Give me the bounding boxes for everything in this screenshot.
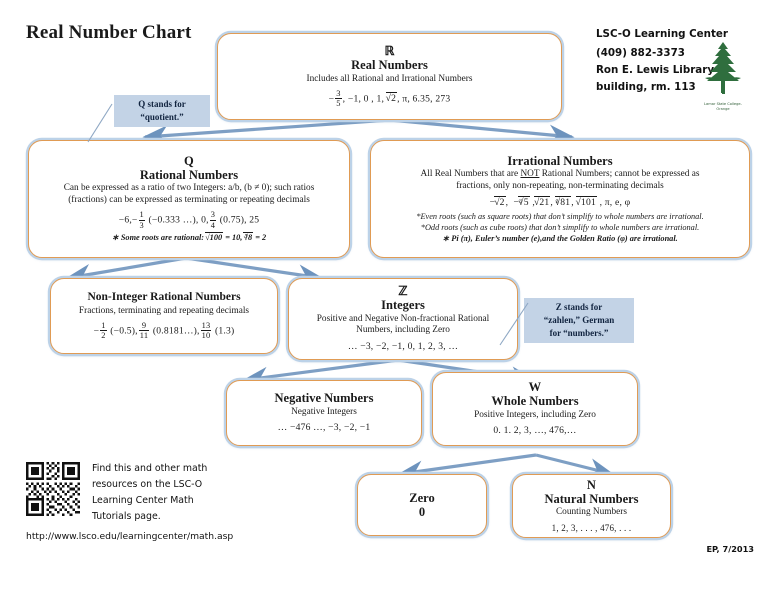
node-negative-numbers[interactable]: Negative Numbers Negative Integers … −47… [226,380,422,446]
irrational-description-line2: fractions, only non-repeating, non-termi… [456,180,664,191]
whole-symbol: W [528,380,542,395]
org-name: LSC-O Learning Center [596,28,728,40]
zero-title: Zero [409,490,435,505]
node-irrational-numbers[interactable]: Irrational Numbers All Real Numbers that… [370,140,750,258]
natural-title: Natural Numbers [544,491,639,506]
whole-description: Positive Integers, including Zero [474,409,596,420]
z-callout-line3: for “numbers.” [549,328,609,339]
logo-caption: Lamar State College- Orange [704,102,742,112]
noninteger-title: Non-Integer Rational Numbers [87,291,241,304]
integers-description-line1: Positive and Negative Non-fractional Rat… [316,313,490,324]
negative-description: Negative Integers [291,406,357,417]
node-integers[interactable]: ℤ Integers Positive and Negative Non-fra… [288,278,518,360]
pine-tree-icon [705,42,741,94]
integers-symbol: ℤ [398,284,408,299]
natural-examples: 1, 2, 3, . . . , 476, . . . [551,522,632,533]
irrational-note2: *Odd roots (such as cube roots) that don… [420,222,700,232]
irrational-not-emphasis: NOT [520,168,540,179]
pine-tree-logo: Lamar State College- Orange [692,40,754,112]
page-title: Real Number Chart [26,22,192,43]
rational-description-line1: Can be expressed as a ratio of two Integ… [63,183,315,194]
node-natural-numbers[interactable]: N Natural Numbers Counting Numbers 1, 2,… [512,474,671,538]
irrational-examples: −√2, −3√5 ,√21, 3√81, √101 , π, e, φ [489,195,631,208]
negative-examples: … −476 …, −3, −2, −1 [277,422,371,434]
rational-title: Rational Numbers [139,168,239,182]
node-non-integer-rational-numbers[interactable]: Non-Integer Rational Numbers Fractions, … [50,278,278,354]
integers-description-line2: Numbers, including Zero [356,325,450,336]
natural-symbol: N [586,477,597,492]
org-address-line2: building, rm. 113 [596,81,696,93]
real-title: Real Numbers [351,58,428,73]
author-credit: EP, 7/2013 [706,544,754,554]
z-callout: Z stands for “zahlen,” German for “numbe… [524,298,634,344]
footer-line2: resources on the LSC-O [92,479,203,490]
rational-note: ∗ Some roots are rational: √100 = 10, 3√… [111,232,267,243]
negative-title: Negative Numbers [274,391,374,406]
irrational-description-line1: All Real Numbers that are NOT Rational N… [420,168,700,179]
node-whole-numbers[interactable]: W Whole Numbers Positive Integers, inclu… [432,372,638,446]
rational-description-line2: (fractions) can be expressed as terminat… [68,195,310,206]
real-symbol: ℝ [384,44,395,59]
q-callout-line2: “quotient.” [140,112,184,123]
node-rational-numbers[interactable]: Q Rational Numbers Can be expressed as a… [28,140,350,258]
irrational-note1: *Even roots (such as square roots) that … [416,212,704,222]
footer-line1: Find this and other math [92,463,208,474]
real-description: Includes all Rational and Irrational Num… [306,73,473,84]
zero-examples: 0 [418,505,426,519]
q-callout: Q stands for “quotient.” [114,95,210,128]
irrational-note3: ∗ Pi (π), Euler’s number (e),and the Gol… [442,233,678,243]
integers-examples: … −3, −2, −1, 0, 1, 2, 3, … [347,341,459,353]
rational-symbol: Q [184,154,194,168]
footer-line3: Learning Center Math [92,495,194,506]
z-callout-line1: Z stands for [555,302,603,312]
z-callout-line2: “zahlen,” German [543,315,615,326]
irrational-title: Irrational Numbers [507,153,613,168]
node-zero[interactable]: Zero 0 [357,474,487,536]
natural-description: Counting Numbers [555,506,628,517]
org-address-line1: Ron E. Lewis Library [596,64,715,76]
q-callout-line1: Q stands for [138,99,186,109]
whole-title: Whole Numbers [491,394,579,409]
node-real-numbers[interactable]: ℝ Real Numbers Includes all Rational and… [217,33,562,120]
footer-url[interactable]: http://www.lsco.edu/learningcenter/math.… [26,531,234,542]
noninteger-description: Fractions, terminating and repeating dec… [78,305,250,316]
integers-title: Integers [381,298,425,313]
footer-line4: Tutorials page. [92,511,161,522]
org-phone: (409) 882-3373 [596,47,685,59]
qr-code-icon[interactable] [26,462,80,516]
whole-examples: 0. 1. 2, 3, …, 476,… [493,425,577,437]
